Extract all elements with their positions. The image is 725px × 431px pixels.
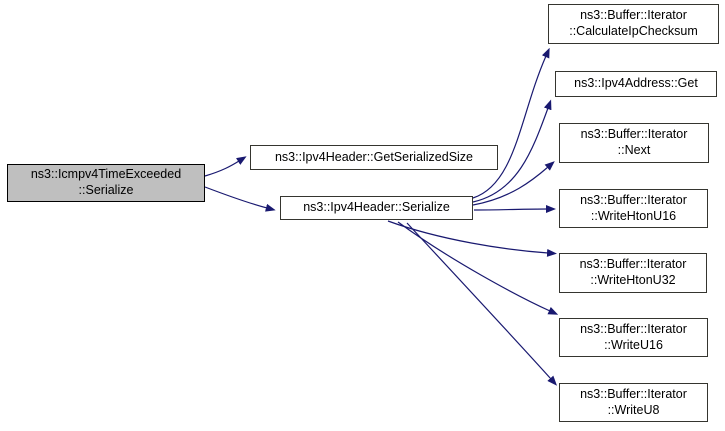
- node-buffer-iterator-writehtonu16[interactable]: ns3::Buffer::Iterator ::WriteHtonU16: [559, 189, 708, 228]
- edge-serialize-to-getserializedsize: [204, 156, 247, 177]
- node-label: ns3::Ipv4Address::Get: [574, 76, 698, 91]
- edge-to-writeu8: [406, 222, 558, 386]
- node-buffer-iterator-writeu8[interactable]: ns3::Buffer::Iterator ::WriteU8: [559, 383, 708, 422]
- node-buffer-iterator-writehtonu32[interactable]: ns3::Buffer::Iterator ::WriteHtonU32: [559, 253, 707, 293]
- node-ipv4address-get[interactable]: ns3::Ipv4Address::Get: [555, 71, 717, 97]
- node-label: ns3::Buffer::Iterator ::WriteU16: [580, 321, 687, 352]
- edge-to-writehtonu32: [387, 220, 557, 257]
- edge-to-writehtonu16: [473, 205, 556, 214]
- node-label: ns3::Buffer::Iterator ::WriteHtonU16: [580, 192, 687, 223]
- node-label: ns3::Icmpv4TimeExceeded ::Serialize: [30, 167, 182, 197]
- node-buffer-iterator-next[interactable]: ns3::Buffer::Iterator ::Next: [559, 123, 709, 163]
- node-label: ns3::Buffer::Iterator ::CalculateIpCheck…: [569, 8, 698, 38]
- node-label: ns3::Buffer::Iterator ::WriteU8: [580, 386, 687, 417]
- node-label: ns3::Ipv4Header::Serialize: [303, 200, 450, 215]
- node-buffer-iterator-writeu16[interactable]: ns3::Buffer::Iterator ::WriteU16: [559, 318, 708, 357]
- edge-to-calculateipchecksum: [472, 47, 550, 199]
- node-icmpv4-time-exceeded-serialize[interactable]: ns3::Icmpv4TimeExceeded ::Serialize: [7, 164, 205, 202]
- node-label: ns3::Buffer::Iterator ::WriteHtonU32: [579, 257, 687, 287]
- node-label: ns3::Buffer::Iterator ::Next: [580, 127, 688, 157]
- node-ipv4header-serialize[interactable]: ns3::Ipv4Header::Serialize: [280, 196, 473, 220]
- edge-to-writeu16: [397, 221, 559, 315]
- edge-serialize-to-ipv4header-serialize: [204, 186, 276, 212]
- edge-to-ipv4address-get: [472, 99, 552, 203]
- node-buffer-iterator-calculateipchecksum[interactable]: ns3::Buffer::Iterator ::CalculateIpCheck…: [548, 4, 719, 44]
- node-label: ns3::Ipv4Header::GetSerializedSize: [274, 149, 474, 164]
- node-ipv4header-getserializedsize[interactable]: ns3::Ipv4Header::GetSerializedSize: [250, 145, 498, 170]
- edge-to-next: [472, 161, 555, 206]
